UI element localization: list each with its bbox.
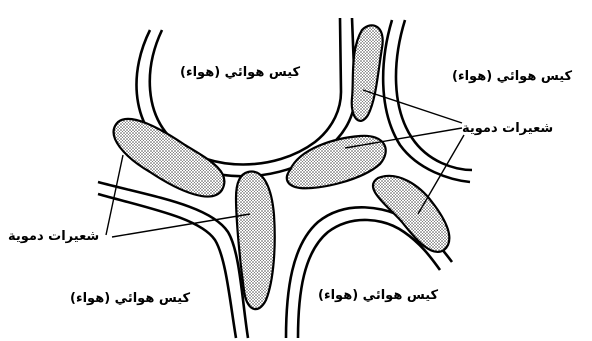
label-air-sac-bottom-left: كيس هوائي (هواء) [70, 292, 190, 305]
capillary-upper-right [352, 25, 383, 121]
label-air-sac-right: كيس هوائي (هواء) [452, 70, 572, 83]
label-capillaries-right: شعيرات دموية [462, 122, 553, 135]
label-air-sac-bottom-right: كيس هوائي (هواء) [318, 289, 438, 302]
capillary-lower-right [373, 176, 449, 252]
alveolus-wall-bottom-left [98, 182, 248, 338]
label-capillaries-left: شعيرات دموية [8, 230, 99, 243]
capillary-left [114, 119, 225, 197]
label-air-sac-top: كيس هوائي (هواء) [180, 66, 300, 79]
